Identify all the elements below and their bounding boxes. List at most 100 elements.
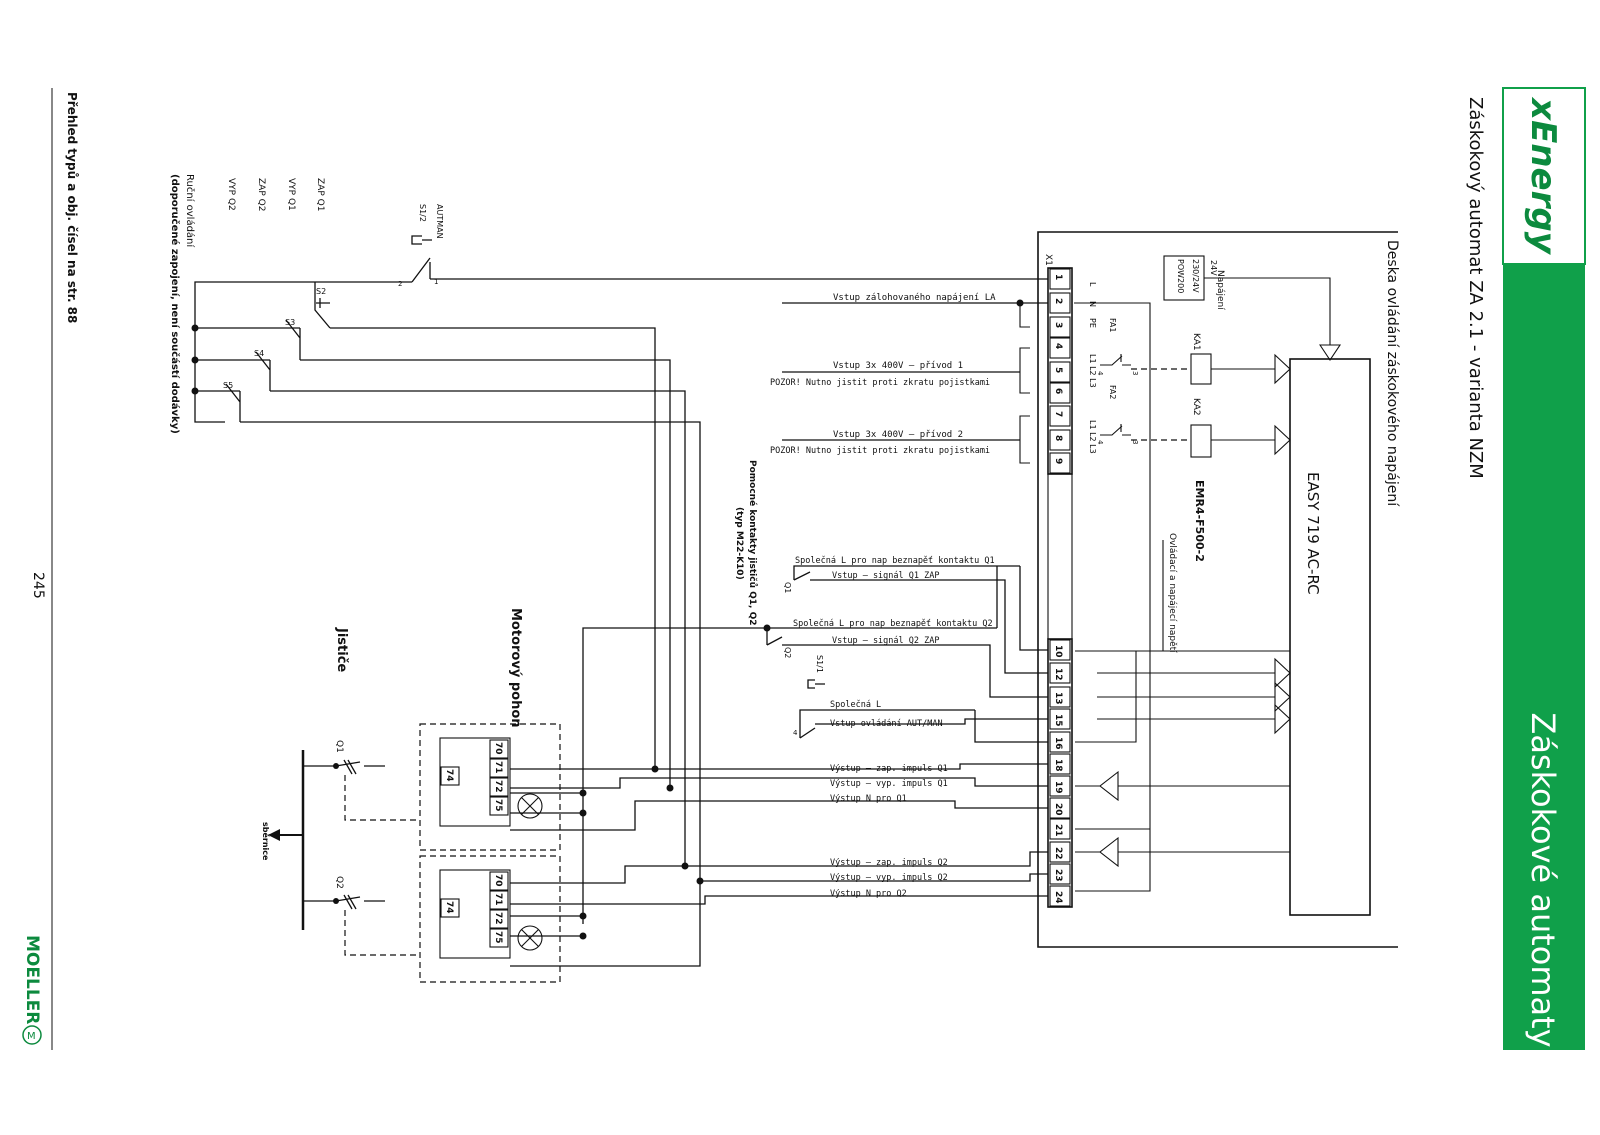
junction-motor-1: [579, 789, 587, 797]
fa2-contact-3: 3: [1131, 440, 1139, 444]
terminal-cell: [1049, 708, 1071, 730]
switch-s1-1-contact-icon: [799, 727, 816, 739]
wire-q1-common: [793, 565, 1048, 651]
button-s4-icon: [255, 351, 271, 391]
breakers-title: Jističe: [334, 627, 349, 672]
wire-feed1-loop: [1019, 347, 1030, 394]
label-feed1-warning: POZOR! Nutno jistit proti zkratu pojistk…: [770, 378, 990, 388]
terminal-cell: [1049, 863, 1071, 885]
power-supply-model: POW200: [1176, 259, 1185, 293]
motor-drive-body: [439, 869, 511, 959]
wire-s4-q2-on: [270, 390, 686, 866]
label-autman-input: Vstup ovládání AUT/MAN: [830, 719, 943, 729]
out-q1-arrow-icon: [1099, 770, 1119, 802]
button-s2-label: ZAP Q1: [315, 178, 325, 211]
field-wiring: Vstup zálohovaného napájení LA Vstup 3x …: [240, 278, 1048, 967]
terminal-cell: [1049, 797, 1071, 819]
terminal-cell: [1049, 405, 1071, 427]
terminal-cell: [1049, 775, 1071, 797]
control-board: Deska ovládání záskokového napájení EASY…: [1037, 231, 1400, 948]
page-title: Záskokový automat ZA 2.1 - varianta NZM: [1465, 97, 1486, 479]
junction-s3-q1-off: [666, 784, 674, 792]
terminal-strip-control: [1047, 638, 1073, 908]
motor-terminal: [489, 928, 509, 948]
terminal-strip-power: [1047, 267, 1073, 475]
footer-note: Přehled typů a obj. čísel na str. 88: [65, 92, 79, 323]
motor-terminal: [440, 766, 460, 786]
breaker-q2-label: Q2: [334, 876, 344, 889]
motor-terminal-label: 70: [493, 874, 503, 887]
fa1-contact-4: 4: [1096, 371, 1104, 376]
terminal-cell: [1049, 268, 1071, 290]
terminal-number: 18: [1053, 759, 1063, 772]
terminal-number: 19: [1053, 781, 1063, 794]
wire-q1-signal: [810, 579, 1048, 674]
wire-s2-q1-on: [330, 327, 656, 769]
terminal-cell: [1049, 686, 1071, 708]
terminal-cell: [1049, 337, 1071, 359]
wire-ctrl-supply: [1075, 540, 1290, 652]
wire-s5-q2-off: [240, 421, 701, 967]
button-s3-label: VYP Q1: [286, 178, 296, 211]
wire-l-bus-internal: [1075, 651, 1137, 743]
label-feed1: Vstup 3x 400V – přívod 1: [833, 361, 963, 371]
aux-q1-label: Q1: [783, 582, 792, 593]
wire-q1-n: [510, 800, 1048, 831]
section-title-band: [1503, 264, 1585, 1050]
switch-s1-2-label: S1/2: [418, 204, 427, 222]
manual-title: Ruční ovládání: [184, 174, 196, 248]
button-s2-id: S2: [316, 287, 326, 296]
terminal-strip-rail: [1047, 474, 1073, 639]
wire-common-l-motor: [510, 792, 583, 937]
manual-note: (doporučené zapojení, není součástí dodá…: [169, 174, 181, 434]
motor-terminal-label: 74: [444, 769, 454, 782]
button-s4-label: ZAP Q2: [256, 178, 266, 211]
motor-terminal-label: 72: [493, 780, 503, 793]
motor-terminal-label: 71: [493, 761, 503, 774]
terminal-number: 9: [1053, 458, 1063, 464]
breaker-q1-label: Q1: [334, 740, 344, 753]
button-s4-id: S4: [254, 349, 264, 358]
ka1-drive-arrow-icon: [1274, 353, 1291, 385]
in-12-arrow-icon: [1274, 657, 1291, 689]
relay-ka1: [1190, 353, 1212, 385]
breaker-q2-icon: [303, 894, 385, 910]
button-s3-icon: [285, 319, 301, 360]
button-s5-id: S5: [223, 381, 233, 390]
motor-terminal: [489, 890, 509, 910]
junction-s5-q2-off: [696, 877, 704, 885]
label-feed2-warning: POZOR! Nutno jistit proti zkratu pojistk…: [770, 446, 990, 456]
switch-s1-1-icon: [807, 679, 825, 689]
motor-drive-body: [439, 737, 511, 827]
wire-q1-on: [510, 763, 1048, 770]
switch-s1-2-contact-2: 2: [398, 280, 402, 288]
wire-common-l: [799, 709, 1048, 743]
switch-s1-2-icon: [411, 235, 432, 283]
board-title: Deska ovládání záskokového napájení: [1384, 240, 1400, 507]
terminal-number: 6: [1053, 388, 1063, 394]
switch-s1-2-contact-1: 1: [434, 278, 438, 286]
fa1-contact-3: 3: [1131, 371, 1139, 375]
button-s5-icon: [225, 383, 241, 422]
terminal-number: 3: [1053, 322, 1063, 328]
manual-control: AUTMAN S1/2 1 2 S2 S3 S4 S5 ZAP Q1 VYP Q…: [169, 174, 444, 434]
aux-contacts-title: Pomocné kontakty jističů Q1, Q2: [747, 460, 758, 626]
terminal-number: 7: [1053, 411, 1063, 417]
terminal-number: 4: [1053, 343, 1063, 349]
label-q2-off: Výstup – vyp. impuls Q2: [830, 873, 948, 883]
busbar-label: sběrnice: [261, 822, 271, 861]
fa2-contact-icon: [1100, 424, 1131, 436]
relay-module-label: EMR4-F500-2: [1193, 480, 1206, 562]
motor-terminal-label: 72: [493, 912, 503, 925]
junction-motor-3: [579, 912, 587, 920]
terminal-number: 1: [1053, 274, 1063, 280]
motor-drive-enclosure: [419, 723, 561, 851]
motor-terminal-label: 75: [493, 931, 503, 944]
footer: Přehled typů a obj. čísel na str. 88 245…: [22, 88, 79, 1050]
relay-ka2-label: KA2: [1191, 398, 1201, 416]
terminal-number: 21: [1053, 824, 1063, 837]
terminal-block-label: X1: [1043, 254, 1053, 266]
